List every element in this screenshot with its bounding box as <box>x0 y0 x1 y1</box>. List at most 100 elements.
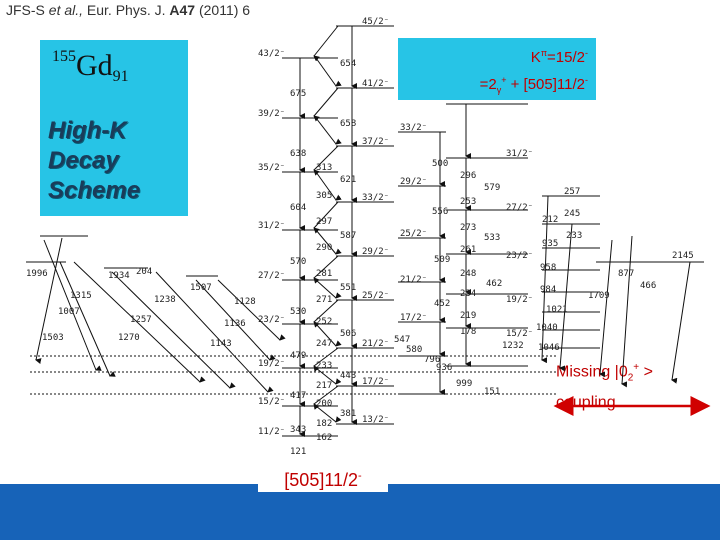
side-energy-20: 151 <box>484 387 500 397</box>
k-value: =15/2 <box>547 49 585 66</box>
k-pi: π <box>540 48 548 58</box>
energy-main-11: 570 <box>290 257 306 267</box>
far-left-transition-6 <box>217 279 286 341</box>
ref-volume: A47 <box>169 2 196 18</box>
reference-citation: JFS-S et al., Eur. Phys. J. A47 (2011) 6 <box>6 2 250 18</box>
missing-sup: + <box>633 362 640 373</box>
far-left-energy-3: 1315 <box>70 291 92 301</box>
k2-a: =2 <box>479 76 497 93</box>
k-main: K <box>530 49 541 66</box>
energy-main-6: 305 <box>316 191 332 201</box>
energy-main-1: 675 <box>290 89 306 99</box>
bottom-band <box>0 484 720 540</box>
title-box <box>40 40 188 216</box>
side-energy-5: 273 <box>460 223 476 233</box>
far-left-energy-10: 1128 <box>234 297 256 307</box>
band-label: [505]11/2- <box>258 460 388 492</box>
far-right-transition-1 <box>559 223 573 372</box>
spin-right-5: 25/2⁻ <box>362 291 389 301</box>
energy-main-4: 621 <box>340 175 356 185</box>
side-energy-14: 178 <box>460 327 476 337</box>
far-right-energy-4: 935 <box>542 239 558 249</box>
side-energy-10: 462 <box>486 279 502 289</box>
far-right-energy-12: 1040 <box>536 323 558 333</box>
spin-right-4: 29/2⁻ <box>362 247 389 257</box>
energy-main-7: 604 <box>290 203 306 213</box>
spin-right-1: 41/2⁻ <box>362 79 389 89</box>
band-label-main: [505]11/2 <box>284 470 359 490</box>
spin-right-0: 45/2⁻ <box>362 17 389 27</box>
k-line-1: Kπ=15/2- <box>408 42 588 69</box>
side-spin-9: 15/2⁻ <box>506 329 533 339</box>
nucleus-mass: 155 <box>52 48 76 65</box>
side-energy-2: 579 <box>484 183 500 193</box>
side-spin-8: 17/2⁻ <box>400 313 427 323</box>
far-left-transition-7 <box>35 237 63 364</box>
k2-b: + [505]11/2 <box>506 76 585 93</box>
energy-main-3: 638 <box>290 149 306 159</box>
energy-main-14: 271 <box>316 295 332 305</box>
far-left-energy-5: 1503 <box>42 333 64 343</box>
side-energy-9: 248 <box>460 269 476 279</box>
far-right-energy-11: 1021 <box>546 305 568 315</box>
m1-a-2 <box>313 145 339 176</box>
far-left-transition-4 <box>155 271 274 393</box>
missing-sub: 2 <box>627 372 634 384</box>
m1-a-4 <box>313 255 339 284</box>
side-energy-18: 936 <box>436 363 452 373</box>
far-left-transition-0 <box>43 239 102 371</box>
energy-main-17: 506 <box>340 329 356 339</box>
spin-left-7: 15/2⁻ <box>258 397 285 407</box>
ref-etal: et al., <box>48 2 84 18</box>
far-left-energy-6: 1238 <box>154 295 176 305</box>
m1-a-0 <box>313 25 339 62</box>
k2-sign: - <box>585 75 588 85</box>
side-spin-0: 33/2⁻ <box>400 123 427 133</box>
far-right-energy-5: 958 <box>540 263 556 273</box>
energy-main-15: 530 <box>290 307 306 317</box>
energy-main-28: 162 <box>316 433 332 443</box>
m1-b-5 <box>315 323 342 347</box>
m1-b-0 <box>315 57 342 87</box>
scheme-line-2: Decay <box>48 147 119 174</box>
ref-authors: JFS-S <box>6 2 45 18</box>
energy-main-27: 343 <box>290 425 306 435</box>
energy-main-25: 381 <box>340 409 356 419</box>
spin-left-2: 35/2⁻ <box>258 163 285 173</box>
side-energy-16: 547 <box>394 335 410 345</box>
energy-main-16: 252 <box>316 317 332 327</box>
far-right-transition-2 <box>599 239 613 378</box>
energy-main-29: 121 <box>290 447 306 457</box>
energy-main-13: 551 <box>340 283 356 293</box>
m1-b-1 <box>315 117 342 145</box>
missing-text: Missing |0 <box>556 363 628 381</box>
side-spin-7: 19/2⁻ <box>506 295 533 305</box>
far-right-energy-3: 233 <box>566 231 582 241</box>
side-spin-4: 25/2⁻ <box>400 229 427 239</box>
spin-left-0: 43/2⁻ <box>258 49 285 59</box>
nucleus-z: 91 <box>112 68 129 85</box>
far-right-energy-10: 984 <box>540 285 556 295</box>
far-left-transition-3 <box>111 271 236 389</box>
m1-b-6 <box>315 367 342 385</box>
transitions-group <box>35 25 691 437</box>
side-spin-1: 31/2⁻ <box>506 149 533 159</box>
far-right-transition-0 <box>541 195 549 364</box>
m1-a-3 <box>313 201 339 234</box>
far-right-energy-2: 212 <box>542 215 558 225</box>
far-left-energy-4: 1007 <box>58 307 80 317</box>
side-energy-4: 253 <box>460 197 476 207</box>
m1-b-2 <box>315 171 342 201</box>
side-spin-2: 29/2⁻ <box>400 177 427 187</box>
levels-group <box>26 25 704 437</box>
energy-main-23: 417 <box>290 391 306 401</box>
side-spin-6: 21/2⁻ <box>400 275 427 285</box>
far-left-transition-5 <box>195 279 276 361</box>
spin-left-5: 23/2⁻ <box>258 315 285 325</box>
energy-main-19: 479 <box>290 351 306 361</box>
far-left-energy-9: 1270 <box>118 333 140 343</box>
k-sign: - <box>585 48 588 58</box>
energy-main-9: 587 <box>340 231 356 241</box>
side-energy-15: 580 <box>406 345 422 355</box>
spin-left-8: 11/2⁻ <box>258 427 285 437</box>
